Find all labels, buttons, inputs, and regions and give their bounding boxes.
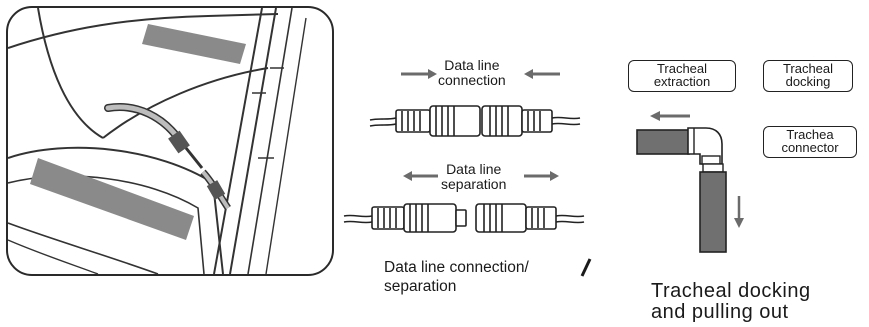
tracheal-docking-line1: Tracheal — [782, 61, 834, 76]
connection-label-line1: Data line — [444, 57, 500, 73]
arrow-left-icon — [650, 111, 690, 121]
connected-cable-icon — [369, 105, 581, 137]
trachea-connector-line2: connector — [781, 140, 839, 155]
cable-caption: Data line connection/ separation — [384, 258, 529, 296]
connection-label: Data line connection — [438, 58, 506, 88]
device-cable-illustration — [8, 8, 307, 274]
device-illustration-panel — [6, 6, 334, 276]
tracheal-extraction-box: Tracheal extraction — [628, 60, 736, 92]
tracheal-docking-line2: docking — [785, 74, 831, 89]
arrow-right-icon — [401, 69, 437, 79]
tracheal-docking-box: Tracheal docking — [763, 60, 853, 92]
separation-label-line1: Data line — [446, 161, 502, 177]
trachea-connector-box: Trachea connector — [763, 126, 857, 158]
tracheal-extraction-line2: extraction — [653, 74, 711, 89]
tracheal-title: Tracheal docking and pulling out — [651, 281, 811, 323]
slash-mark — [580, 258, 592, 277]
separated-cable-icon — [343, 203, 585, 233]
arrow-right-icon — [524, 171, 559, 181]
trachea-elbow-icon — [636, 127, 727, 253]
cable-caption-line2: separation — [384, 278, 457, 295]
arrow-left-icon — [524, 69, 560, 79]
tracheal-extraction-line1: Tracheal — [656, 61, 708, 76]
connection-label-line2: connection — [438, 72, 506, 88]
trachea-connector-line1: Trachea — [786, 127, 834, 142]
tracheal-title-line1: Tracheal docking — [651, 280, 811, 302]
separation-label-line2: separation — [441, 176, 507, 192]
arrow-down-icon — [734, 196, 744, 228]
separation-label: Data line separation — [441, 162, 506, 192]
tracheal-title-line2: and pulling out — [651, 301, 789, 323]
cable-caption-line1: Data line connection/ — [384, 259, 529, 276]
arrow-left-icon — [403, 171, 438, 181]
